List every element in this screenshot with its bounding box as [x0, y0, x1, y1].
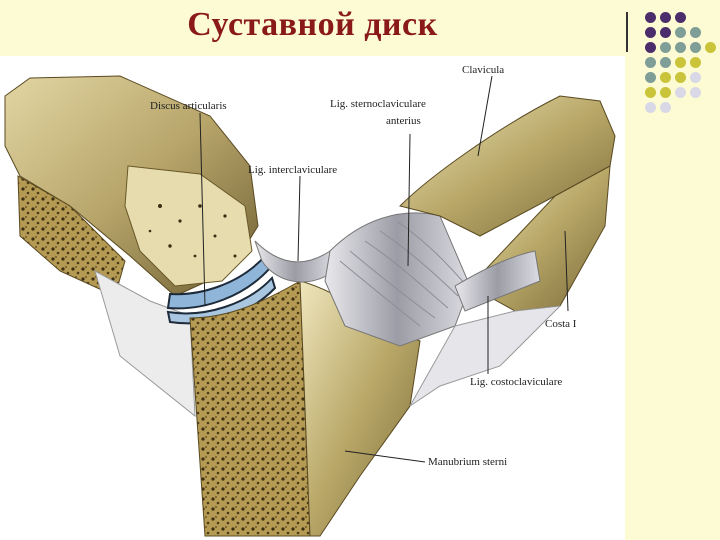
label-lig-sternoclaviculare: Lig. sternoclaviculare: [330, 98, 426, 110]
title-band: Суставной диск: [0, 0, 625, 56]
dot-olive: [675, 72, 686, 83]
dot-grey: [675, 87, 686, 98]
dot-olive: [675, 57, 686, 68]
anatomy-illustration: Discus articularis Lig. interclaviculare…: [0, 56, 625, 540]
dot-purple: [645, 27, 656, 38]
label-anterius: anterius: [386, 115, 421, 127]
dot-purple: [660, 12, 671, 23]
dot-olive: [660, 72, 671, 83]
slide-title: Суставной диск: [187, 6, 438, 43]
costoclavicular-ligament: [454, 250, 541, 312]
dot-olive: [660, 87, 671, 98]
decorative-dot-grid: [640, 10, 720, 120]
dot-grey: [690, 72, 701, 83]
label-discus-articularis: Discus articularis: [150, 100, 227, 112]
dot-grey: [690, 87, 701, 98]
label-manubrium-sterni: Manubrium sterni: [428, 456, 508, 468]
label-lig-interclaviculare: Lig. interclaviculare: [248, 164, 338, 176]
dot-olive: [690, 57, 701, 68]
left-costal-cartilage: [94, 269, 196, 418]
manubrium-section: [189, 280, 311, 537]
dot-grey: [660, 102, 671, 113]
title-divider: [626, 12, 628, 52]
dot-olive: [645, 87, 656, 98]
dot-teal: [675, 42, 686, 53]
dot-grey: [645, 102, 656, 113]
dot-teal: [645, 57, 656, 68]
dot-olive: [705, 42, 716, 53]
dot-purple: [645, 12, 656, 23]
dot-teal: [690, 42, 701, 53]
dot-teal: [645, 72, 656, 83]
sternoclavicular-joint-drawing: [4, 75, 616, 537]
label-clavicula: Clavicula: [462, 64, 505, 76]
anterior-sternoclavicular-ligament: [324, 212, 471, 347]
dot-teal: [690, 27, 701, 38]
dot-purple: [660, 27, 671, 38]
left-clavicle-section: [124, 165, 253, 287]
right-costal-cartilage: [409, 305, 562, 407]
interclavicular-ligament: [254, 240, 336, 283]
dot-teal: [660, 57, 671, 68]
label-lig-costoclaviculare: Lig. costoclaviculare: [470, 376, 563, 388]
dot-purple: [675, 12, 686, 23]
right-margin: [625, 120, 720, 540]
dot-teal: [675, 27, 686, 38]
label-costa-i: Costa I: [545, 318, 577, 330]
dot-purple: [645, 42, 656, 53]
dot-teal: [660, 42, 671, 53]
